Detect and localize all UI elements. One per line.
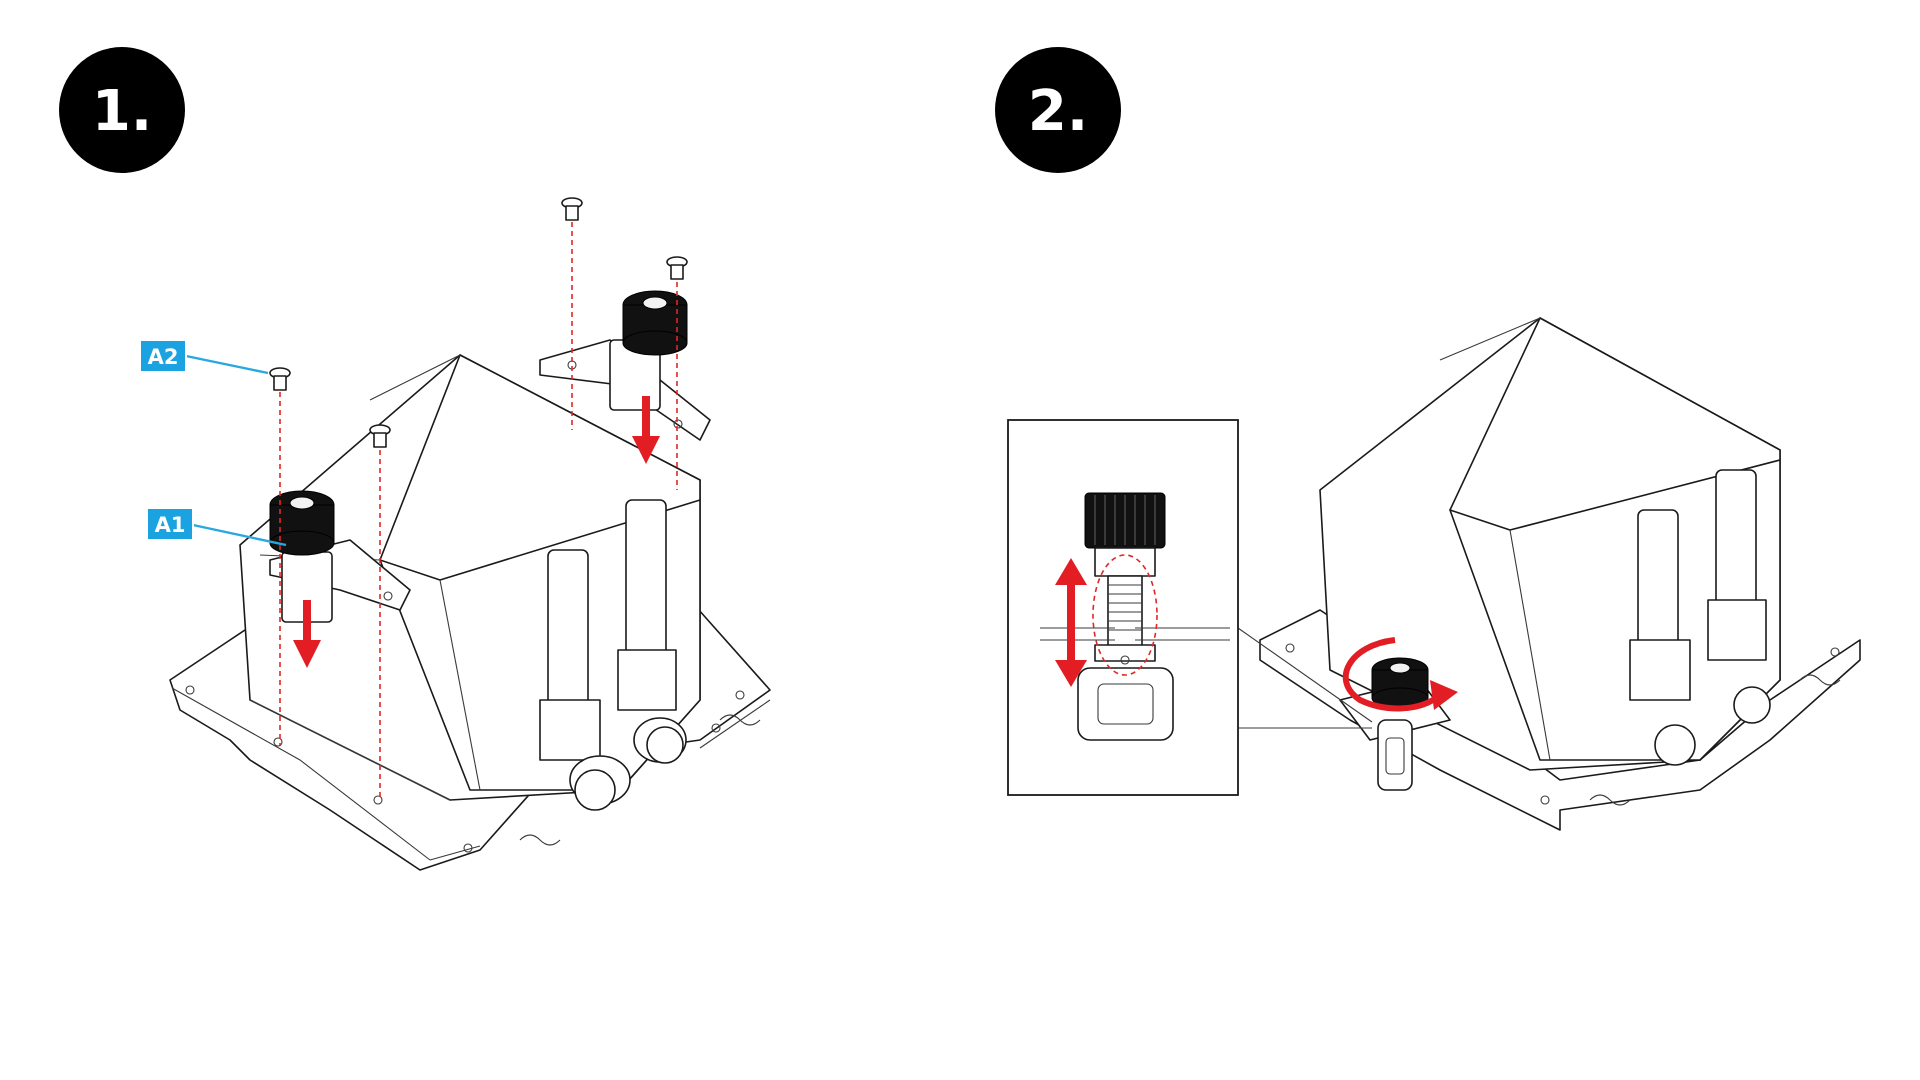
callout-a2-label: A2: [148, 345, 179, 369]
screw-top-right: [666, 256, 688, 280]
callout-a2: A2: [139, 339, 269, 375]
step-1-badge: 1.: [59, 47, 185, 173]
right-retention-bracket: [539, 339, 711, 441]
up-down-arrow-icon: [1055, 558, 1087, 687]
step-2-number: 2.: [1028, 79, 1088, 144]
step-2-panel: 2.: [995, 47, 1861, 831]
tube-fittings: [539, 499, 687, 811]
down-arrow-left: [293, 600, 321, 668]
assembled-pump-block: [1319, 317, 1781, 771]
screw-top-left: [561, 197, 583, 221]
callout-a1: A1: [146, 507, 287, 547]
screw-a2: [269, 367, 291, 391]
detail-inset: [1007, 419, 1373, 796]
assembled-tube-fittings: [1629, 469, 1771, 766]
down-arrow-right: [632, 396, 660, 464]
step-1-number: 1.: [92, 79, 152, 144]
alignment-guides: [279, 222, 678, 800]
step-2-badge: 2.: [995, 47, 1121, 173]
step-1-panel: 1.: [59, 47, 771, 871]
callout-a1-label: A1: [155, 513, 186, 537]
rotate-arrow-icon: [1342, 637, 1458, 712]
screw-middle: [369, 424, 391, 448]
